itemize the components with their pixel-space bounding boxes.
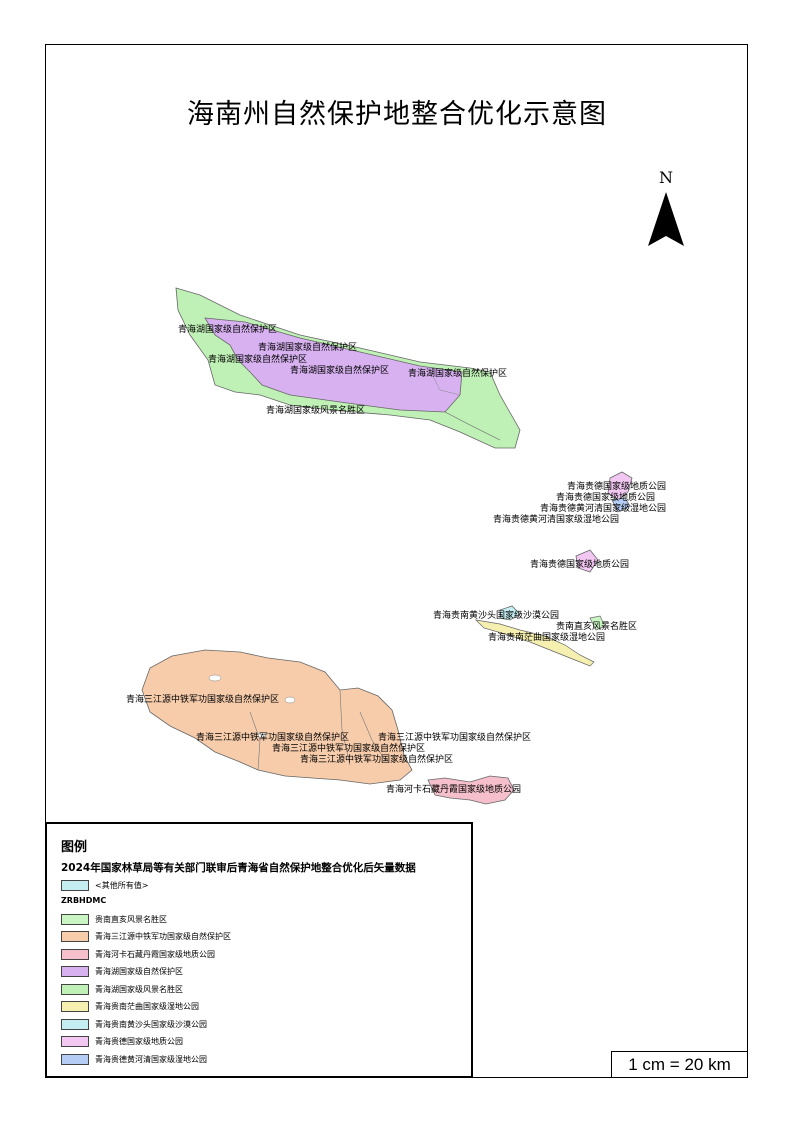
- north-arrow-icon: [648, 192, 684, 246]
- legend-swatch: [61, 1018, 89, 1030]
- map-label: 青海三江源中铁军功国家级自然保护区: [272, 742, 425, 754]
- legend-field-name: ZRBHDMC: [61, 896, 107, 905]
- legend-swatch: [61, 983, 89, 995]
- map-label: 青海贵德国家级地质公园: [567, 480, 666, 492]
- map-label: 青海三江源中铁军功国家级自然保护区: [126, 693, 279, 705]
- gonghe-wetland-area: [474, 619, 595, 667]
- legend-item: 青海贵南茫曲国家级湿地公园: [61, 1000, 199, 1014]
- legend-swatch: [61, 948, 89, 960]
- legend-item-label: 青海贵南黄沙头国家级沙漠公园: [95, 1019, 207, 1029]
- map-label: 青海贵德黄河清国家级湿地公园: [493, 513, 619, 525]
- legend-item-label: 青海三江源中铁军功国家级自然保护区: [95, 932, 231, 941]
- map-label: 青海河卡石藏丹霞国家级地质公园: [386, 783, 521, 795]
- legend-swatch: [61, 1036, 89, 1047]
- scale-text: 1 cm = 20 km: [611, 1051, 748, 1078]
- legend-other-label: <其他所有值>: [95, 880, 149, 890]
- guinan-scenic-area: [589, 615, 606, 631]
- guide-geopark-area-1: [607, 471, 633, 501]
- guide-geopark-area-2: [575, 549, 599, 573]
- map-label: 青海三江源中铁军功国家级自然保护区: [378, 731, 531, 743]
- map-title: 海南州自然保护地整合优化示意图: [187, 99, 607, 130]
- map-label: 青海贵德国家级地质公园: [556, 491, 655, 503]
- map-label: 贵南直亥风景名胜区: [556, 620, 637, 632]
- legend-item-label: 青海贵德国家级地质公园: [95, 1037, 183, 1046]
- legend-swatch: [61, 1053, 89, 1065]
- legend-title: 图例: [61, 840, 88, 855]
- map-label: 青海湖国家级自然保护区: [178, 323, 277, 335]
- legend-item: 青海贵德国家级地质公园: [61, 1035, 183, 1049]
- legend-swatch: [61, 931, 89, 942]
- north-arrow: N: [644, 168, 688, 252]
- guide-wetland-area: [611, 497, 631, 513]
- legend-item: 贵南直亥风景名胜区: [61, 912, 167, 926]
- legend-item: 青海河卡石藏丹霞国家级地质公园: [61, 947, 215, 961]
- legend-item: 青海贵南黄沙头国家级沙漠公园: [61, 1017, 207, 1031]
- legend-dataset-name: 2024年国家林草局等有关部门联审后青海省自然保护地整合优化后矢量数据: [61, 862, 416, 874]
- legend-item-label: 青海贵南茫曲国家级湿地公园: [95, 1002, 199, 1011]
- legend-other-row: <其他所有值>: [61, 878, 148, 892]
- map-label: 青海贵南黄沙头国家级沙漠公园: [433, 609, 559, 621]
- map-label: 青海三江源中铁军功国家级自然保护区: [300, 753, 453, 765]
- legend-item-label: 青海湖国家级风景名胜区: [95, 984, 183, 994]
- qinghaihu-reserve-area: [204, 317, 463, 413]
- legend-swatch: [61, 879, 89, 891]
- legend-item-label: 青海贵德黄河清国家级湿地公园: [95, 1054, 207, 1064]
- map-label: 青海湖国家级自然保护区: [408, 367, 507, 379]
- sanjiangyuan-reserve-area: [141, 649, 413, 785]
- north-label: N: [659, 168, 673, 187]
- legend: 图例 2024年国家林草局等有关部门联审后青海省自然保护地整合优化后矢量数据 <…: [45, 822, 473, 1078]
- legend-item-label: 贵南直亥风景名胜区: [95, 914, 167, 924]
- map-label: 青海三江源中铁军功国家级自然保护区: [196, 731, 349, 743]
- heyin-geopark-area: [427, 775, 515, 805]
- legend-item-label: 青海湖国家级自然保护区: [95, 967, 183, 976]
- map-label: 青海贵南茫曲国家级湿地公园: [488, 631, 605, 643]
- legend-item: 青海湖国家级风景名胜区: [61, 982, 183, 996]
- legend-item: 青海三江源中铁军功国家级自然保护区: [61, 930, 231, 944]
- legend-swatch: [61, 913, 89, 925]
- map-label: 青海湖国家级自然保护区: [258, 341, 357, 353]
- map-label: 青海湖国家级自然保护区: [290, 364, 389, 376]
- map-label: 青海湖国家级风景名胜区: [266, 404, 365, 416]
- map-label: 青海湖国家级自然保护区: [208, 353, 307, 365]
- map-label: 青海贵德黄河清国家级湿地公园: [540, 502, 666, 514]
- legend-item: 青海湖国家级自然保护区: [61, 965, 183, 979]
- legend-swatch: [61, 966, 89, 977]
- desert-park-area: [499, 605, 521, 621]
- map-label: 青海贵德国家级地质公园: [530, 558, 629, 570]
- legend-swatch: [61, 1001, 89, 1012]
- legend-item-label: 青海河卡石藏丹霞国家级地质公园: [95, 949, 215, 959]
- legend-item: 青海贵德黄河清国家级湿地公园: [61, 1052, 207, 1066]
